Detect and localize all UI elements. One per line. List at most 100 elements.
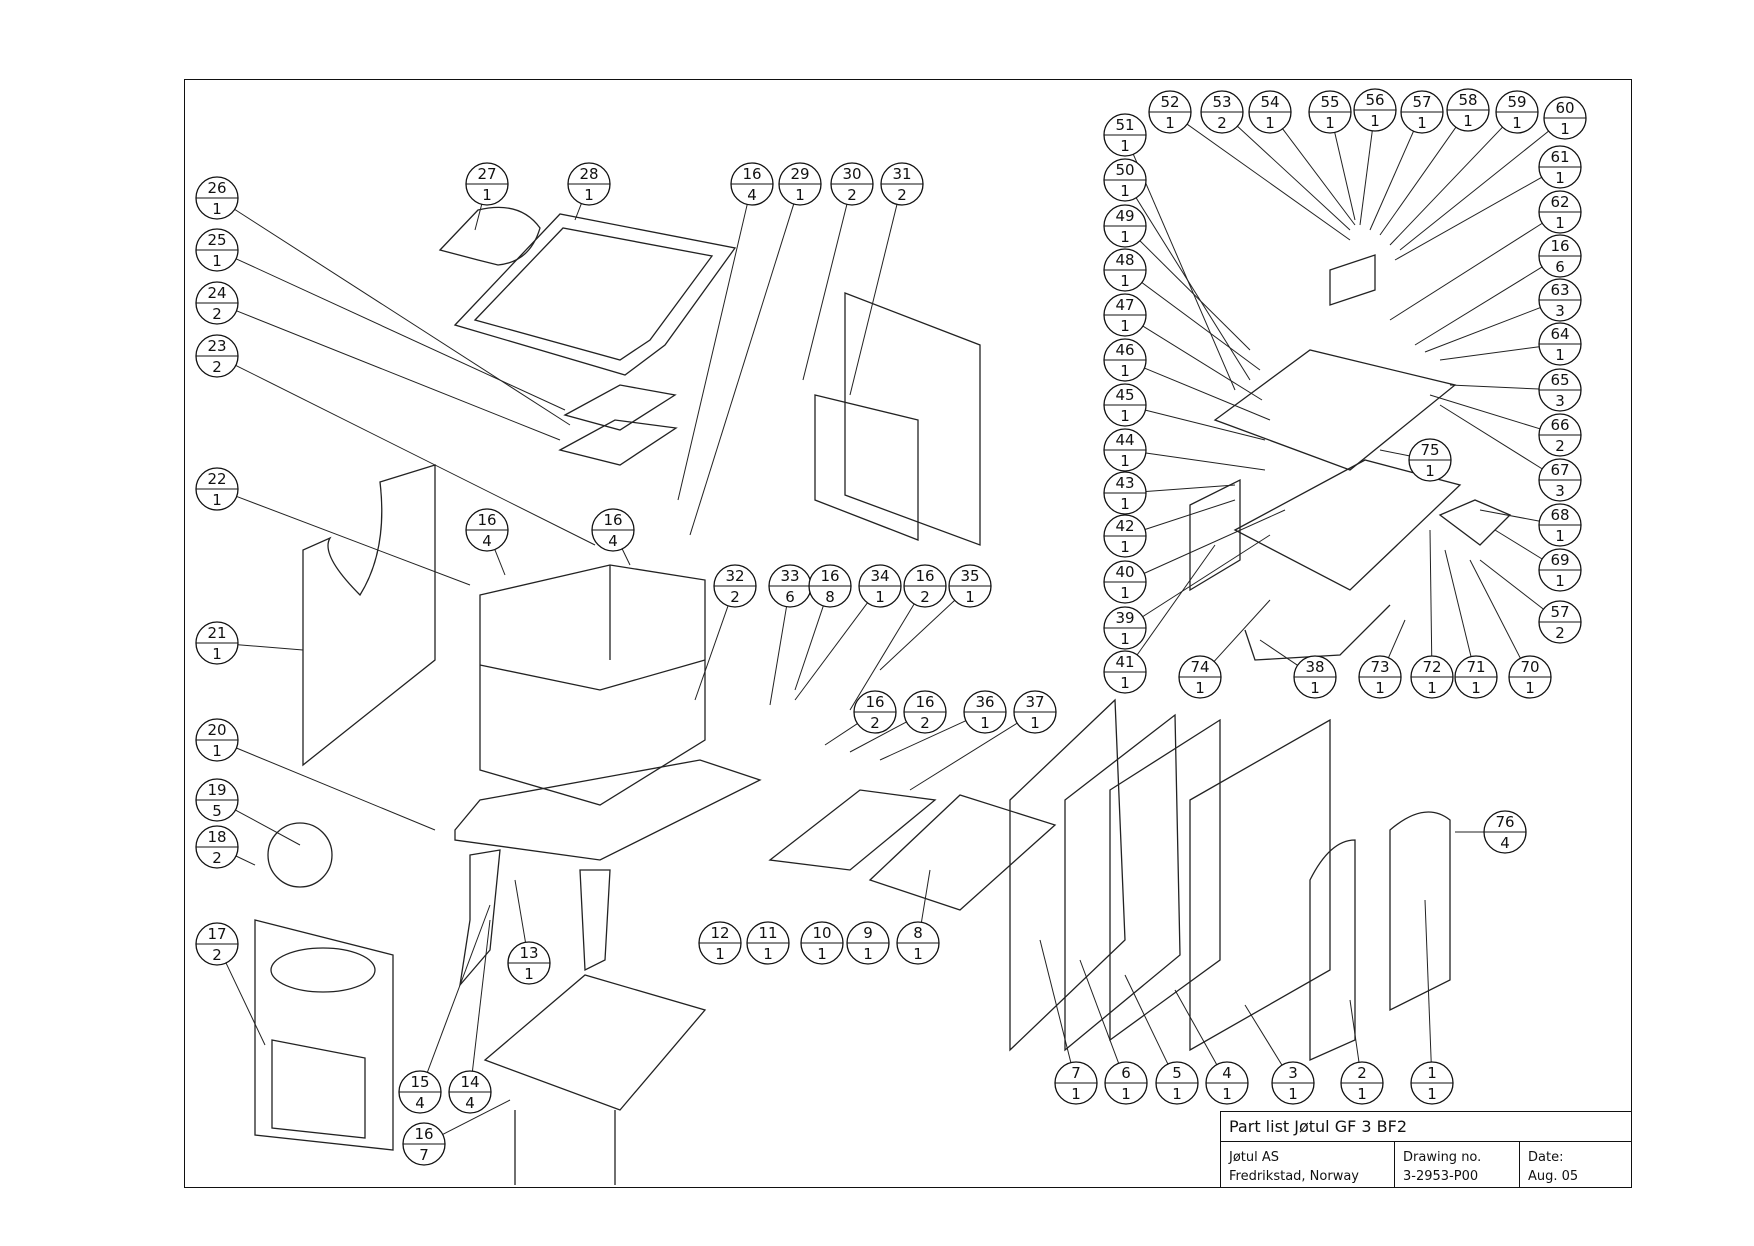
part-number: 17: [207, 925, 226, 943]
part-quantity: 4: [747, 186, 757, 204]
part-quantity: 2: [212, 358, 222, 376]
part-number: 19: [207, 781, 226, 799]
callout-balloon: 431: [1103, 471, 1147, 515]
callout-balloon: 61: [1104, 1061, 1148, 1105]
leader-line: [794, 602, 868, 701]
callout-balloon: 701: [1508, 655, 1552, 699]
part-number: 13: [519, 944, 538, 962]
part-number: 57: [1550, 603, 1569, 621]
part-number: 36: [975, 693, 994, 711]
leader-line: [1144, 499, 1236, 530]
leader-line: [235, 258, 566, 411]
part-quantity: 4: [415, 1094, 425, 1112]
leader-line: [1213, 599, 1271, 662]
part-number: 63: [1550, 281, 1569, 299]
callout-balloon: 341: [858, 564, 902, 608]
part-quantity: 1: [1120, 495, 1130, 513]
part-number: 34: [870, 567, 889, 585]
callout-balloon: 154: [398, 1070, 442, 1114]
part-number: 14: [460, 1073, 479, 1091]
callout-balloon: 764: [1483, 810, 1527, 854]
leader-line: [1379, 449, 1410, 457]
callout-balloon: 167: [402, 1122, 446, 1166]
part-number: 52: [1160, 93, 1179, 111]
leader-line: [471, 919, 491, 1072]
part-number: 16: [477, 511, 496, 529]
part-quantity: 1: [1471, 679, 1481, 697]
leader-line: [1145, 484, 1236, 492]
part-number: 16: [1550, 237, 1569, 255]
part-quantity: 1: [1120, 317, 1130, 335]
callout-balloon: 681: [1538, 503, 1582, 547]
date-label: Date:: [1528, 1150, 1564, 1165]
grate-outline: [768, 789, 937, 871]
title-block-title: Part list Jøtul GF 3 BF2: [1220, 1111, 1632, 1142]
part-number: 42: [1115, 517, 1134, 535]
part-quantity: 7: [419, 1146, 429, 1164]
leader-line: [1141, 282, 1261, 371]
drawing-number-label: Drawing no.: [1403, 1150, 1482, 1165]
part-quantity: 2: [212, 305, 222, 323]
top-plate-inner: [473, 227, 714, 361]
callout-balloon: 164: [465, 508, 509, 552]
part-quantity: 6: [785, 588, 795, 606]
leader-line: [1387, 619, 1406, 658]
part-number: 9: [863, 924, 873, 942]
part-number: 56: [1365, 91, 1384, 109]
callout-balloon: 711: [1454, 655, 1498, 699]
callout-balloon: 81: [896, 921, 940, 965]
part-quantity: 1: [1120, 137, 1130, 155]
callout-balloon: 451: [1103, 383, 1147, 427]
part-number: 18: [207, 828, 226, 846]
part-number: 40: [1115, 563, 1134, 581]
part-quantity: 4: [1500, 834, 1510, 852]
part-quantity: 1: [1555, 572, 1565, 590]
part-quantity: 1: [212, 252, 222, 270]
part-quantity: 1: [1120, 452, 1130, 470]
part-quantity: 1: [1120, 272, 1130, 290]
part-quantity: 2: [920, 714, 930, 732]
part-quantity: 1: [1425, 462, 1435, 480]
leader-line: [1394, 176, 1542, 261]
part-quantity: 1: [1555, 527, 1565, 545]
part-quantity: 1: [863, 945, 873, 963]
leader-line: [849, 204, 898, 396]
door-frame: [1189, 718, 1331, 1052]
callout-balloon: 381: [1293, 655, 1337, 699]
leader-line: [1389, 126, 1503, 246]
callout-balloon: 601: [1543, 96, 1587, 140]
part-number: 71: [1466, 658, 1485, 676]
callout-balloon: 751: [1408, 438, 1452, 482]
part-quantity: 1: [1427, 679, 1437, 697]
leader-line: [849, 603, 915, 711]
part-number: 72: [1422, 658, 1441, 676]
side-shield-outline: [302, 464, 436, 767]
leader-line: [694, 605, 729, 701]
leader-line: [474, 204, 483, 231]
part-number: 27: [477, 165, 496, 183]
part-quantity: 2: [730, 588, 740, 606]
part-quantity: 1: [1121, 1085, 1131, 1103]
leader-line: [1424, 899, 1432, 1063]
part-quantity: 1: [913, 945, 923, 963]
part-quantity: 1: [1165, 114, 1175, 132]
door-glass: [1064, 713, 1181, 1052]
part-quantity: 2: [870, 714, 880, 732]
callout-balloon: 561: [1353, 88, 1397, 132]
callout-balloon: 162: [903, 690, 947, 734]
part-quantity: 4: [482, 532, 492, 550]
baffle-plate-upper: [563, 384, 677, 431]
leader-line: [1414, 266, 1543, 346]
leader-line: [1144, 367, 1271, 421]
leader-line: [1369, 131, 1414, 231]
part-number: 44: [1115, 431, 1134, 449]
part-quantity: 1: [212, 200, 222, 218]
callout-balloon: 572: [1538, 600, 1582, 644]
leader-line: [1244, 1004, 1283, 1066]
baffle-plate-lower: [558, 419, 678, 466]
leader-line: [1429, 529, 1433, 657]
leader-line: [1079, 959, 1120, 1064]
callout-balloon: 501: [1103, 158, 1147, 202]
part-quantity: 1: [1512, 114, 1522, 132]
door-right: [1389, 811, 1451, 1012]
